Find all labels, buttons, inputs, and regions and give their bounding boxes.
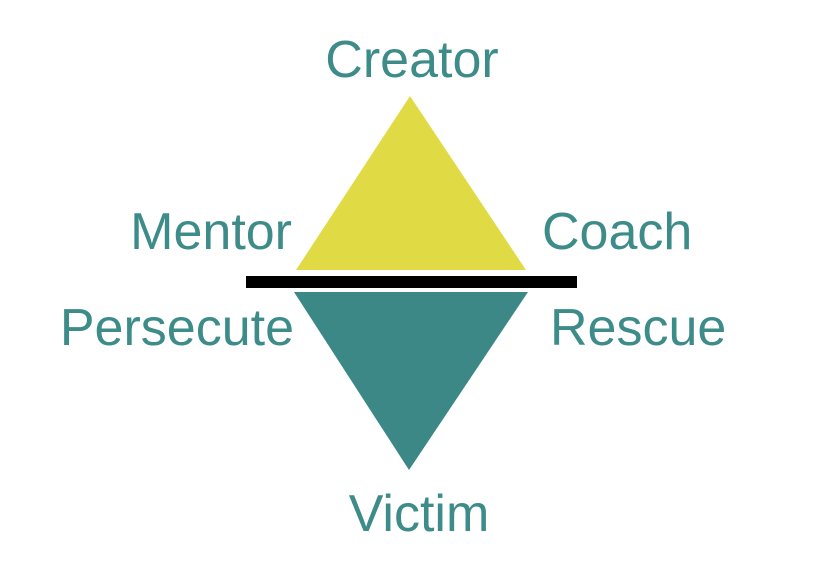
label-creator: Creator [325,31,498,89]
label-victim: Victim [349,485,490,543]
lower-triangle [294,292,528,470]
label-mentor: Mentor [130,203,292,261]
label-persecute: Persecute [60,299,294,357]
label-rescue: Rescue [550,299,726,357]
divider-line [246,276,577,288]
upper-triangle [296,96,526,270]
label-coach: Coach [542,203,692,261]
